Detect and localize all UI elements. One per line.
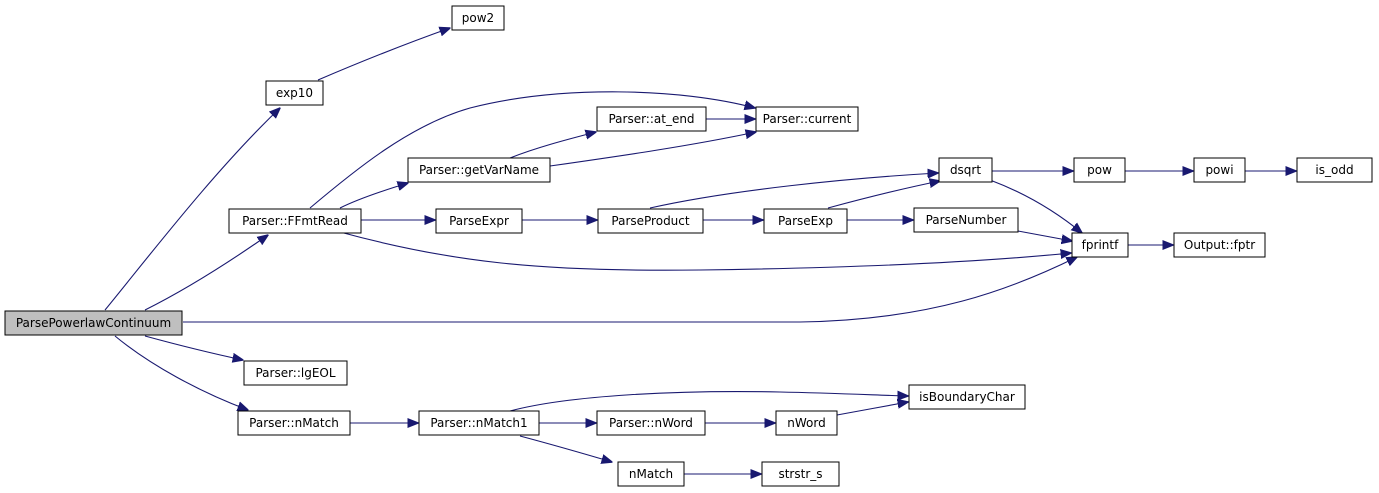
node-label: Parser::nMatch	[249, 416, 339, 430]
node-fprintf[interactable]: fprintf	[1071, 232, 1129, 258]
node-pow2[interactable]: pow2	[451, 5, 505, 31]
node-parseexp[interactable]: ParseExp	[763, 208, 848, 234]
node-nmatch[interactable]: nMatch	[617, 461, 685, 487]
edge-parsepowerlawcontinuum-lgeol	[144, 335, 243, 360]
edge-ffmtread-getvarname	[339, 183, 408, 209]
node-at-end[interactable]: Parser::at_end	[596, 106, 707, 132]
edge-parsenumber-fprintf	[1017, 230, 1072, 241]
node-lgeol[interactable]: Parser::lgEOL	[243, 360, 348, 386]
edge-nmatch1-isboundarychar	[509, 392, 908, 412]
node-current[interactable]: Parser::current	[755, 106, 859, 132]
node-label: ParseNumber	[926, 213, 1007, 227]
node-nword-parser[interactable]: Parser::nWord	[596, 410, 706, 436]
edge-nmatch1-nmatch	[519, 435, 612, 462]
node-label: strstr_s	[778, 467, 822, 481]
node-label: Parser::at_end	[608, 112, 694, 126]
node-pow[interactable]: pow	[1073, 157, 1126, 183]
node-label: ParseExpr	[449, 214, 509, 228]
node-label: ParseExp	[778, 214, 833, 228]
node-label: Parser::nMatch1	[430, 416, 527, 430]
edge-parsepowerlawcontinuum-ffmtread	[144, 235, 268, 311]
edge-parseproduct-dsqrt	[649, 173, 938, 209]
edge-ffmtread-current	[309, 91, 755, 209]
edge-parsepowerlawcontinuum-exp10	[104, 108, 280, 311]
node-parse-powerlaw-continuum[interactable]: ParsePowerlawContinuum	[4, 310, 183, 336]
nodes: ParsePowerlawContinuum exp10 pow2 Parser…	[4, 5, 1373, 487]
node-label: nMatch	[629, 467, 673, 481]
node-label: Parser::lgEOL	[255, 366, 335, 380]
node-powi[interactable]: powi	[1193, 157, 1246, 183]
node-parsenumber[interactable]: ParseNumber	[913, 207, 1019, 233]
node-label: Output::fptr	[1184, 238, 1255, 252]
node-nmatch1[interactable]: Parser::nMatch1	[418, 410, 540, 436]
edge-parsepowerlawcontinuum-fprintf	[183, 257, 1077, 323]
node-label: dsqrt	[950, 163, 981, 177]
edges	[104, 28, 1296, 474]
edge-exp10-pow2	[317, 28, 450, 81]
edge-getvarname-current	[549, 132, 756, 167]
edge-ffmtread-fprintf	[339, 231, 1071, 271]
node-label: isBoundaryChar	[919, 390, 1015, 404]
node-label: Parser::FFmtRead	[242, 214, 348, 228]
node-label: exp10	[276, 86, 313, 100]
node-is-odd[interactable]: is_odd	[1296, 157, 1373, 183]
node-nmatch-parser[interactable]: Parser::nMatch	[237, 410, 351, 436]
edge-parseexp-dsqrt	[827, 181, 940, 209]
node-label: ParseProduct	[611, 214, 689, 228]
edge-dsqrt-fprintf	[989, 179, 1082, 233]
node-dsqrt[interactable]: dsqrt	[938, 157, 993, 183]
node-label: Parser::nWord	[609, 416, 693, 430]
node-label: ParsePowerlawContinuum	[16, 316, 171, 330]
node-parseexpr[interactable]: ParseExpr	[435, 208, 523, 234]
node-label: Parser::current	[763, 112, 852, 126]
node-output-fptr[interactable]: Output::fptr	[1173, 232, 1266, 258]
node-getvarname[interactable]: Parser::getVarName	[407, 157, 551, 183]
node-label: fprintf	[1082, 238, 1119, 252]
node-label: nWord	[787, 416, 825, 430]
node-exp10[interactable]: exp10	[265, 80, 324, 106]
node-label: Parser::getVarName	[419, 163, 539, 177]
node-label: pow2	[462, 11, 494, 25]
edge-parsepowerlawcontinuum-nmatch-parser	[114, 335, 248, 410]
node-label: is_odd	[1315, 163, 1353, 177]
node-label: powi	[1205, 163, 1233, 177]
node-label: pow	[1087, 163, 1112, 177]
node-isboundarychar[interactable]: isBoundaryChar	[908, 384, 1026, 410]
node-strstr-s[interactable]: strstr_s	[761, 461, 840, 487]
node-parseproduct[interactable]: ParseProduct	[597, 208, 704, 234]
node-nword[interactable]: nWord	[775, 410, 838, 436]
edge-getvarname-at-end	[509, 132, 596, 159]
edge-nword-isboundarychar	[836, 402, 908, 416]
node-ffmtread[interactable]: Parser::FFmtRead	[228, 208, 362, 234]
